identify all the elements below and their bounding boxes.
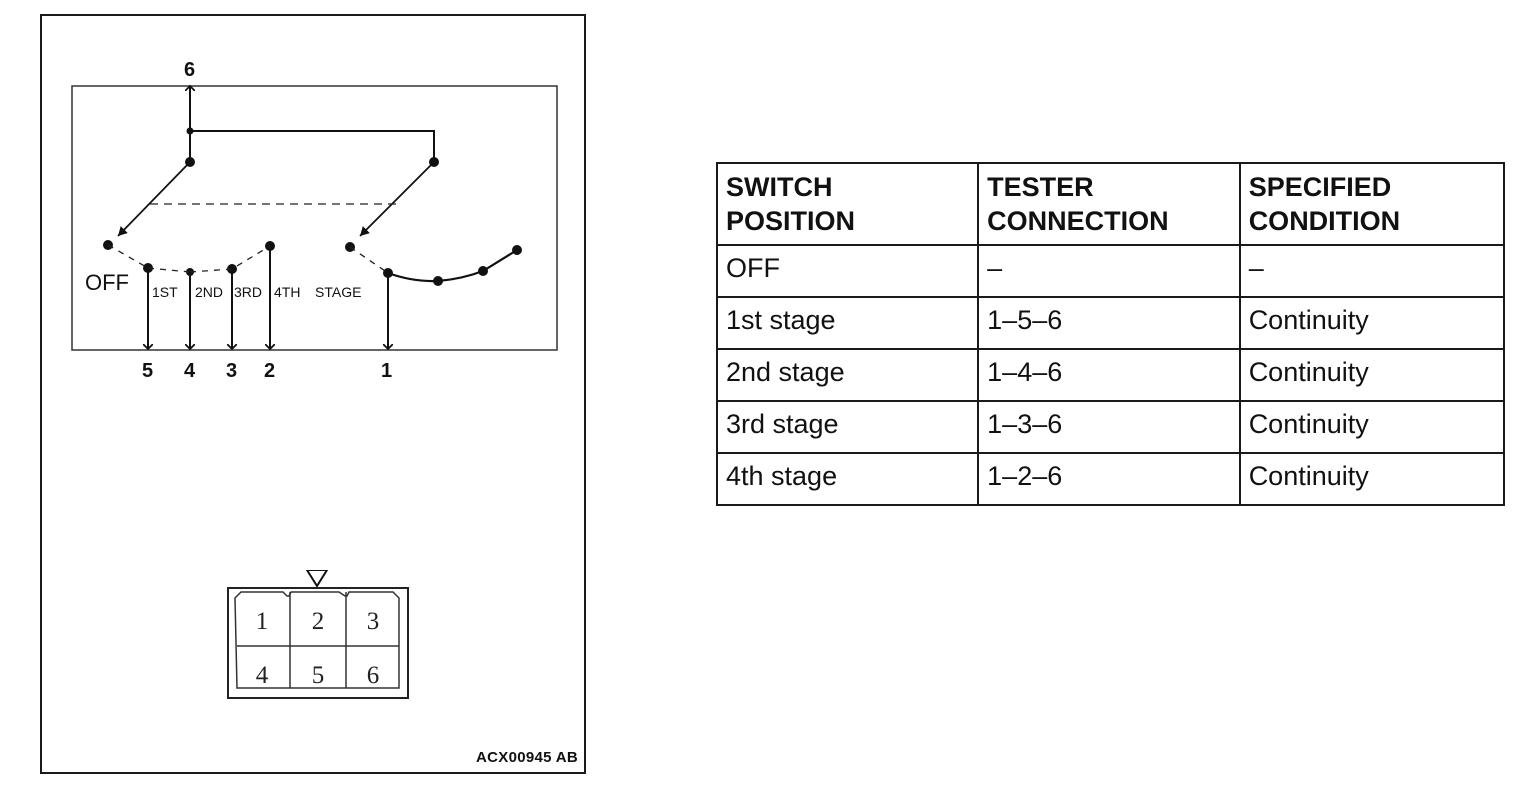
switch-housing (71, 85, 558, 351)
position-label-stage: STAGE (315, 284, 361, 300)
switch-diagram-panel: 6 5 4 3 2 1 OFF 1ST 2ND 3RD 4TH STAGE 1 … (40, 14, 586, 774)
cell-condition: – (1238, 244, 1506, 298)
terminal-2-label: 2 (264, 360, 275, 382)
cell-connection: 1–4–6 (977, 348, 1241, 402)
cell-connection: – (977, 244, 1241, 298)
position-label-1st: 1ST (152, 284, 178, 300)
cell-position: OFF (715, 244, 980, 298)
position-label-2nd: 2ND (195, 284, 223, 300)
position-label-off: OFF (85, 270, 129, 295)
terminal-1-stage-bar (387, 249, 518, 283)
cell-position: 3rd stage (715, 400, 980, 454)
cell-connection: 1–2–6 (977, 452, 1241, 506)
cell-condition: Continuity (1238, 400, 1506, 454)
terminal-6-label: 6 (184, 59, 195, 81)
table-row: 3rd stage 1–3–6 Continuity (715, 400, 1506, 454)
table-row: OFF – – (715, 244, 1506, 298)
cell-connection: 1–5–6 (977, 296, 1241, 350)
connector-pin-3: 3 (366, 608, 380, 635)
connector-pin-6: 6 (366, 662, 380, 689)
cell-condition: Continuity (1238, 452, 1506, 506)
figure-code: ACX00945 AB (476, 749, 578, 766)
terminal-1-label: 1 (381, 360, 392, 382)
terminal-5-label: 5 (142, 360, 153, 382)
terminal-3-label: 3 (226, 360, 237, 382)
position-label-4th: 4TH (274, 284, 300, 300)
connector-pin-2: 2 (311, 608, 325, 635)
cell-condition: Continuity (1238, 348, 1506, 402)
cell-position: 4th stage (715, 452, 980, 506)
table-row: 2nd stage 1–4–6 Continuity (715, 348, 1506, 402)
cell-connection: 1–3–6 (977, 400, 1241, 454)
position-label-3rd: 3RD (234, 284, 262, 300)
contact-arm-right (359, 161, 435, 237)
connector-pin-4: 4 (255, 662, 269, 689)
connector-pin-1: 1 (255, 608, 269, 635)
cell-position: 2nd stage (715, 348, 980, 402)
terminal-4-label: 4 (184, 360, 196, 382)
cell-condition: Continuity (1238, 296, 1506, 350)
connector-pin-5: 5 (311, 662, 325, 689)
cell-position: 1st stage (715, 296, 980, 350)
switch-schematic: 6 5 4 3 2 1 OFF 1ST 2ND 3RD 4TH STAGE (71, 59, 558, 382)
common-bus (189, 130, 435, 161)
table-row: 4th stage 1–2–6 Continuity (715, 452, 1506, 506)
connector-face: 1 2 3 4 5 6 (227, 570, 409, 700)
table-row: 1st stage 1–5–6 Continuity (715, 296, 1506, 350)
contact-arm-left (117, 161, 191, 237)
